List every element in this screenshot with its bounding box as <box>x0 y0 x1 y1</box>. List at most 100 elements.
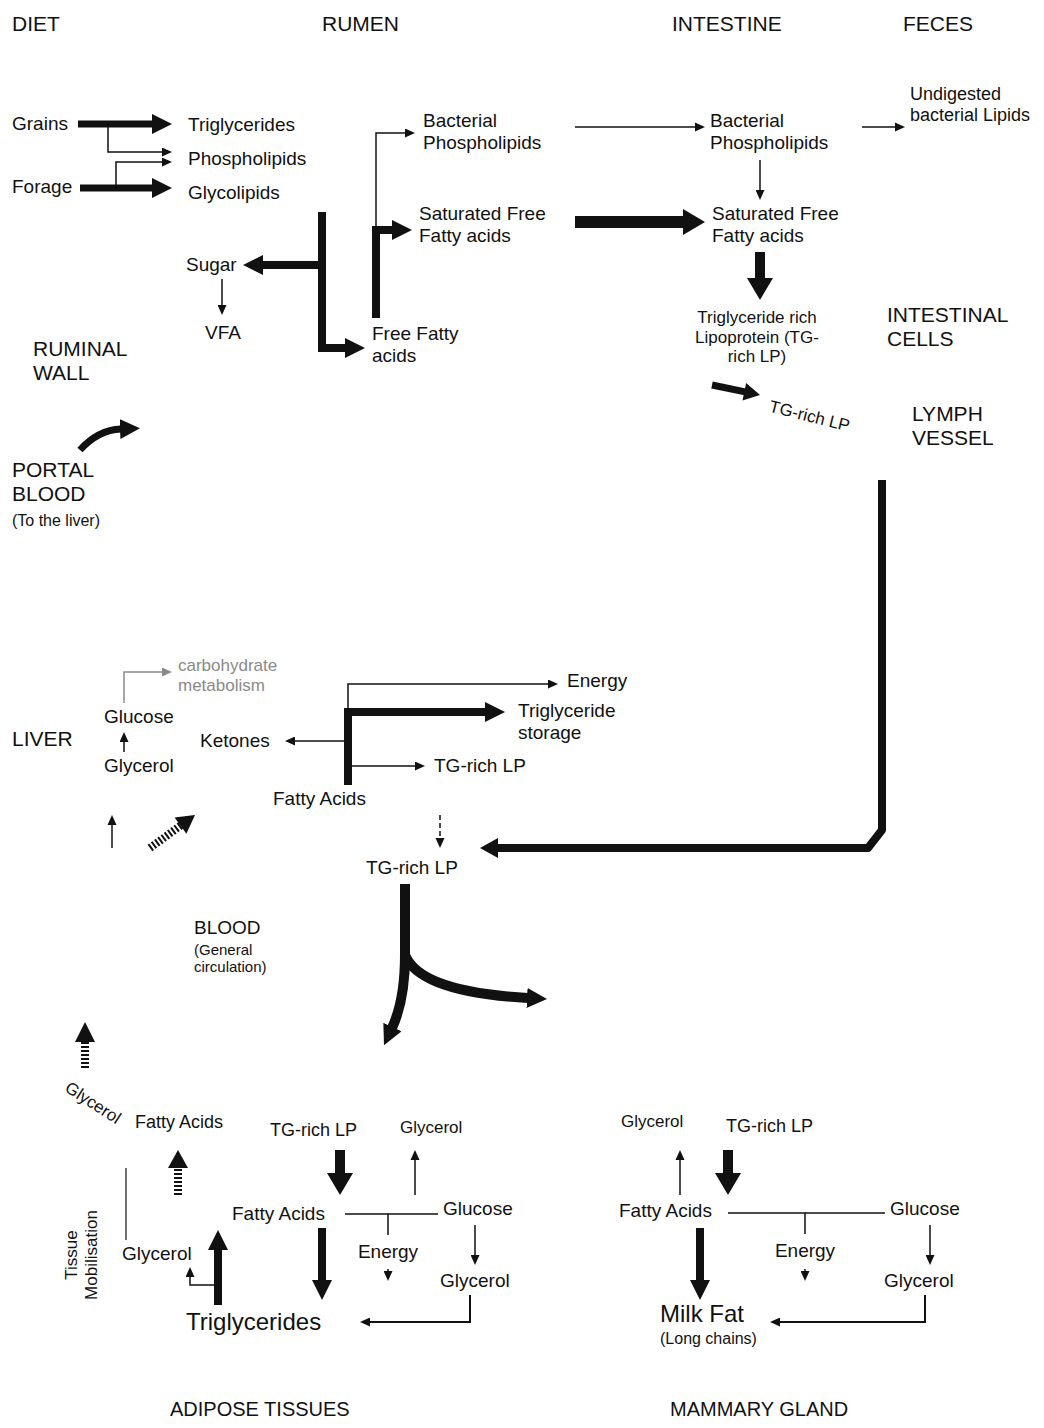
text-label: Glucose <box>104 706 174 728</box>
connector-line <box>174 1166 182 1195</box>
flow-arrow <box>318 1228 326 1281</box>
region-outline <box>555 1195 1025 1395</box>
region-outline <box>45 848 1025 1150</box>
flow-arrow <box>190 1276 218 1285</box>
text-label: Triglyceride rich Lipoprotein (TG-rich L… <box>682 308 832 367</box>
text-label: Sugar <box>186 254 237 276</box>
text-label: (Long chains) <box>660 1330 757 1348</box>
flow-arrow <box>352 765 416 767</box>
region-heading: INTESTINAL CELLS <box>887 303 1037 351</box>
text-label: Fatty Acids <box>619 1200 712 1222</box>
arrow-head <box>743 383 760 401</box>
connector-line <box>439 815 441 840</box>
connector-line <box>335 1150 345 1175</box>
text-label: TG-rich LP <box>270 1120 357 1141</box>
text-label: Glycerol <box>621 1112 683 1132</box>
arrow-head <box>480 838 498 858</box>
feed-label: Forage <box>12 176 72 198</box>
text-label: Glycerol <box>104 755 174 777</box>
arrow-head <box>695 123 705 132</box>
flow-arrow <box>123 741 125 752</box>
region-heading: PORTAL BLOOD <box>12 458 142 506</box>
flow-arrow <box>124 672 163 703</box>
text-label: Saturated Free Fatty acids <box>712 203 862 247</box>
flow-arrow <box>480 480 882 858</box>
text-label: Triglycerides <box>188 114 338 136</box>
liver-region: LIVERcarbohydrate metabolismGlucoseGlyce… <box>95 665 675 815</box>
text-label: Bacterial Phospholipids <box>423 110 553 154</box>
flow-arrow <box>436 815 445 848</box>
connector-line <box>414 1158 416 1195</box>
flow-arrow <box>108 815 117 848</box>
region-heading: FECES <box>903 12 973 36</box>
text-label: TG-rich LP <box>434 755 526 777</box>
region-heading: RUMEN <box>322 12 399 36</box>
text-label: Milk Fat <box>660 1300 744 1328</box>
text-label: TG-rich LP <box>366 857 458 879</box>
feces-blob: FECESUndigested bacterial Lipids <box>905 80 1040 190</box>
flow-arrow <box>575 123 705 132</box>
text-label: VFA <box>205 322 241 344</box>
flow-arrow <box>214 1249 222 1305</box>
flow-arrow <box>369 1295 470 1322</box>
arrow-head <box>895 123 905 132</box>
flow-arrow <box>150 815 195 848</box>
flow-arrow <box>862 123 905 132</box>
connector-line <box>496 480 882 848</box>
text-label: TG-rich LP <box>767 397 851 436</box>
flow-arrow <box>116 162 163 188</box>
flow-arrow <box>676 1150 685 1195</box>
region-outline <box>40 1195 548 1395</box>
text-label: Ketones <box>200 730 270 752</box>
part-label: RUMINAL WALL <box>33 337 153 385</box>
text-label: Glucose <box>443 1198 513 1220</box>
flow-arrow <box>411 1150 420 1195</box>
text-label: Bacterial Phospholipids <box>710 110 840 154</box>
arrow-head <box>747 278 773 300</box>
adipose-region: ADIPOSE TISSUESTissue MobilisationFatty … <box>40 1195 548 1395</box>
arrow-head <box>108 815 117 825</box>
connector-line <box>712 385 746 392</box>
connector-line <box>862 126 897 128</box>
flow-line <box>728 1213 805 1234</box>
text-label: (To the liver) <box>12 512 100 530</box>
arrow-head <box>327 1173 353 1195</box>
text-label: Free Fatty acids <box>372 323 472 367</box>
flow-arrow <box>80 429 121 450</box>
text-label: carbohydrate metabolism <box>178 656 338 695</box>
text-label: Energy <box>358 1241 418 1263</box>
connector-line <box>755 252 765 280</box>
connector-line <box>679 1158 681 1195</box>
text-label: Fatty Acids <box>273 788 366 810</box>
flow-arrow <box>759 160 761 191</box>
text-label: Undigested bacterial Lipids <box>910 84 1035 125</box>
text-label: Glycolipids <box>188 182 338 204</box>
flow-arrow <box>78 121 153 128</box>
text-label: Glycerol <box>61 1078 124 1128</box>
lymph-vessel: LYMPH VESSELTG-rich LP <box>690 395 905 480</box>
text-label: BLOOD <box>194 917 261 939</box>
text-label: Fatty Acids <box>135 1112 223 1133</box>
blood-vessel: TG-rich LP BLOOD(General circulation) Glyc… <box>45 848 1025 1150</box>
flow-arrow <box>327 1150 353 1195</box>
intestine-region: INTESTINEBacterial PhospholipidsSaturate… <box>705 60 862 252</box>
connector-line <box>575 216 685 228</box>
energy-ellipse: Energy <box>762 1235 848 1267</box>
flow-line <box>388 1213 438 1215</box>
arrow-head <box>436 838 445 848</box>
mammary-region: MAMMARY GLANDFatty AcidsGlucoseGlycerolM… <box>555 1195 1025 1395</box>
feed-label: Grains <box>12 113 68 135</box>
flow-arrow <box>779 1295 925 1322</box>
flow-line <box>125 1168 126 1240</box>
text-label: Fatty Acids <box>232 1203 325 1225</box>
flow-arrow <box>108 124 163 152</box>
text-label: (General circulation) <box>194 941 294 976</box>
flow-line <box>345 1214 388 1235</box>
text-label: Glycerol <box>440 1270 510 1292</box>
flow-arrow <box>804 1269 806 1272</box>
flow-arrow <box>715 1150 741 1195</box>
arrow-head <box>411 1150 420 1160</box>
text-label: Energy <box>775 1240 835 1262</box>
text-label: Energy <box>567 670 627 692</box>
region-heading: LYMPH VESSEL <box>912 402 1032 450</box>
